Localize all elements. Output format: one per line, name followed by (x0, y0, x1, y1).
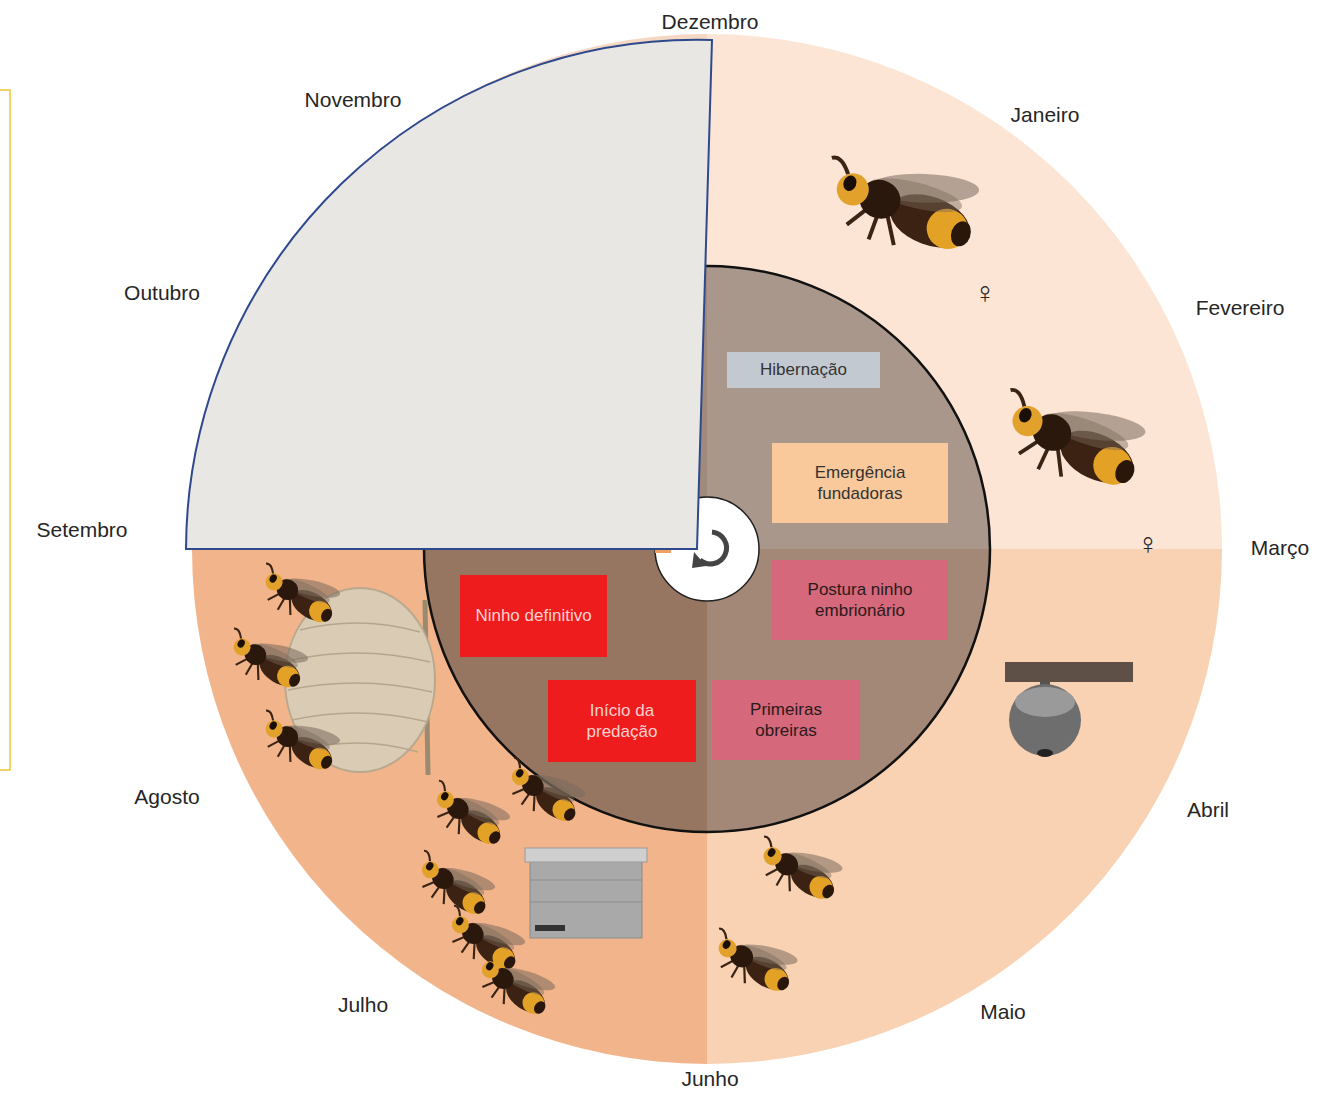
phase-box: Emergência fundadoras (772, 443, 948, 523)
phase-label: Postura ninho embrionário (782, 579, 938, 622)
month-label: Setembro (36, 518, 127, 541)
phase-box: Hibernação (727, 352, 880, 388)
phase-box: Início da predação (548, 680, 696, 762)
phase-label: Hibernação (760, 359, 847, 380)
month-label: Outubro (124, 281, 200, 304)
month-label: Fevereiro (1196, 296, 1285, 319)
month-label: Julho (338, 993, 388, 1016)
month-label: Dezembro (662, 10, 759, 33)
phase-label: Ninho definitivo (475, 605, 591, 626)
month-label: Junho (681, 1067, 738, 1090)
month-label: Novembro (305, 88, 402, 111)
month-label: Janeiro (1011, 103, 1080, 126)
female-symbol: ♀ (974, 276, 997, 309)
female-symbol: ♀ (1137, 527, 1160, 560)
phase-box: Primeiras obreiras (712, 680, 860, 760)
phase-label: Início da predação (558, 700, 686, 743)
month-label: Agosto (134, 785, 199, 808)
phase-box: Ninho definitivo (460, 575, 607, 657)
phase-box: Postura ninho embrionário (772, 560, 948, 640)
month-label: Abril (1187, 798, 1229, 821)
month-label: Maio (980, 1000, 1026, 1023)
month-label: Março (1251, 536, 1309, 559)
phase-label: Primeiras obreiras (722, 699, 850, 742)
phase-label: Emergência fundadoras (782, 462, 938, 505)
